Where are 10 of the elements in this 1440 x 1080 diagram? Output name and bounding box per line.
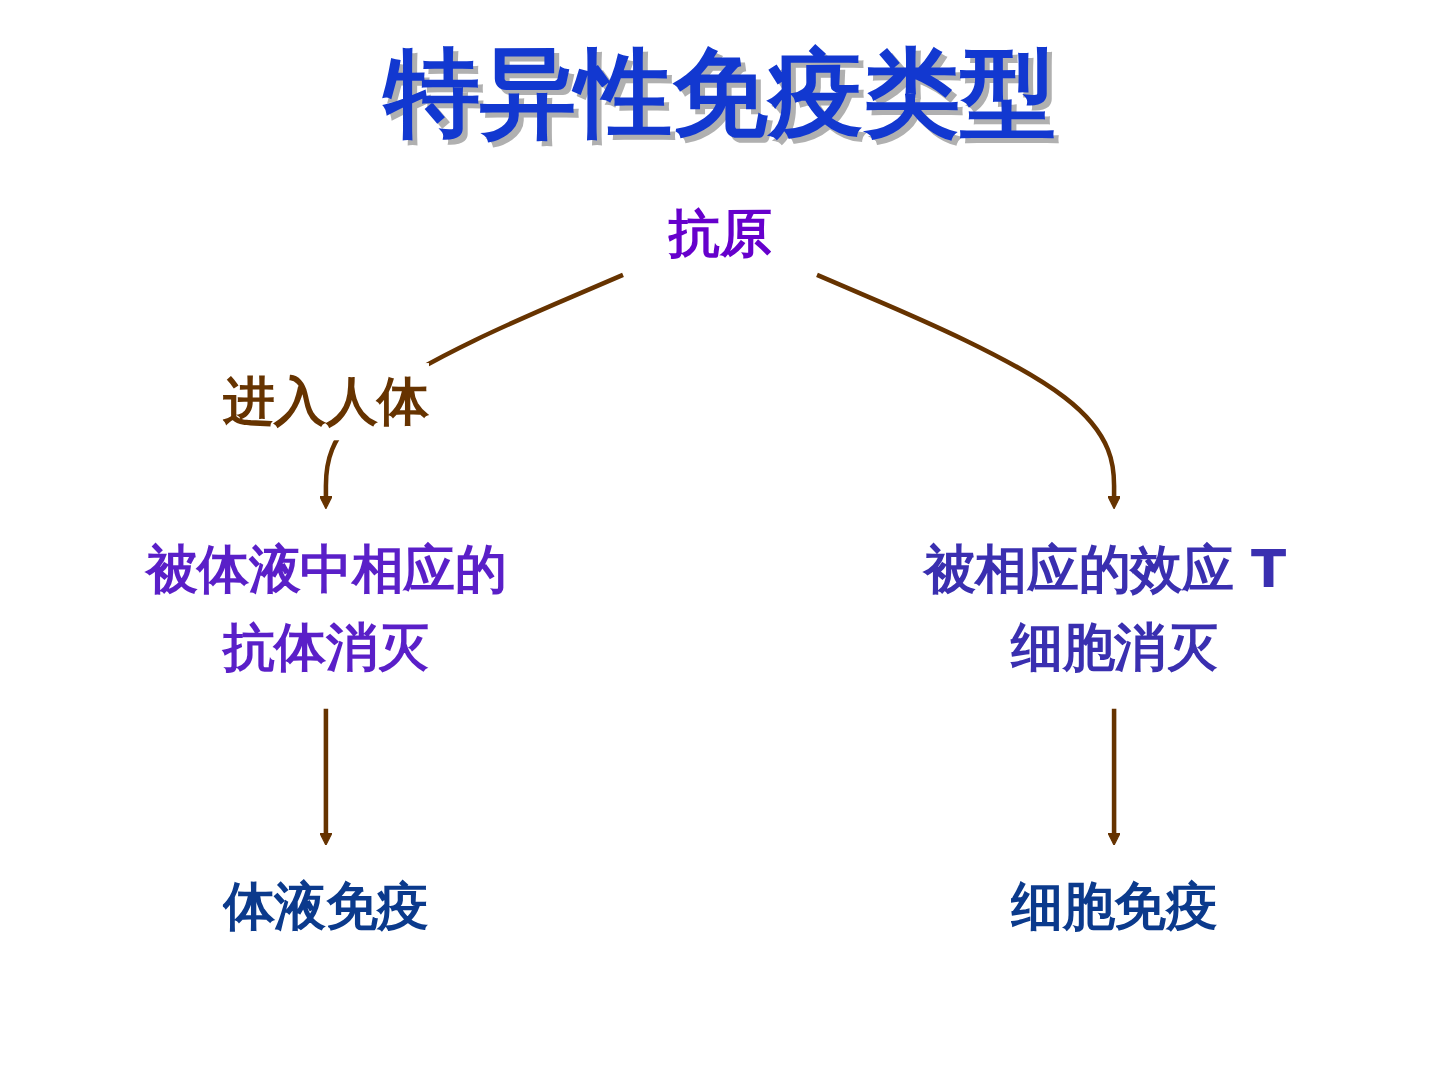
- edge-label: 进入人体: [222, 370, 429, 432]
- arrow: [1107, 708, 1121, 846]
- node-text: 抗原: [668, 202, 772, 264]
- node-text: 被体液中相应的抗体消灭: [145, 538, 507, 677]
- arrow: [816, 272, 1121, 510]
- arrow: [319, 708, 333, 846]
- node-text: 体液免疫: [222, 875, 429, 937]
- diagram-title: 特异性免疫类型: [381, 36, 1057, 151]
- node-text: 细胞免疫: [1011, 875, 1218, 937]
- node-text: 被相应的效应 T 细胞消灭: [923, 538, 1287, 677]
